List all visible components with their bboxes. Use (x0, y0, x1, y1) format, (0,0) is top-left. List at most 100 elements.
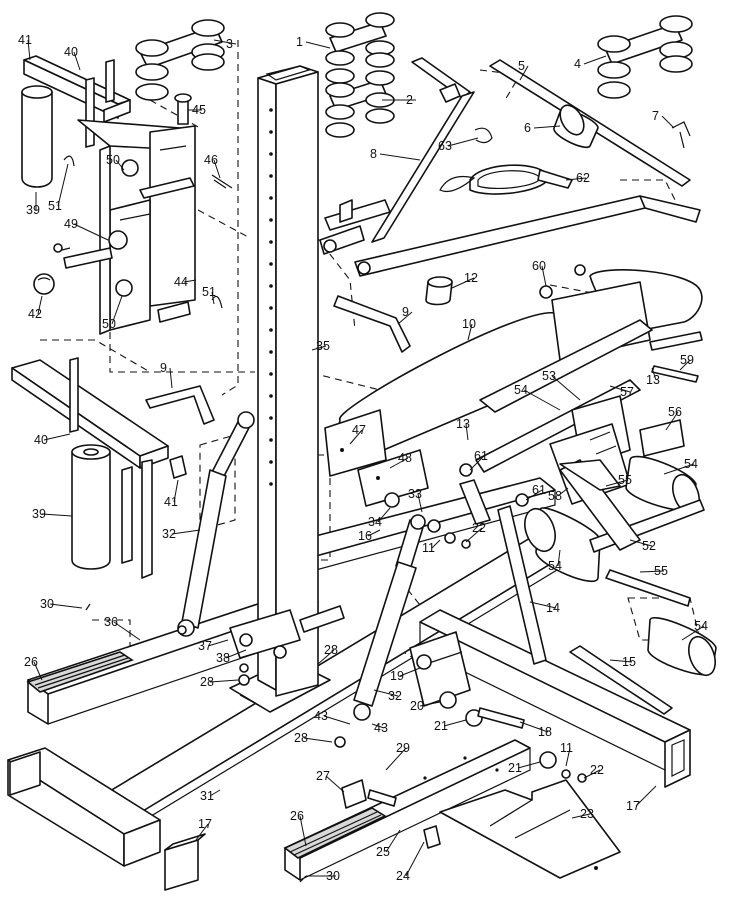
part-number-label: 26 (24, 655, 38, 669)
part-number-label: 46 (204, 153, 218, 167)
part-number-label: 50 (102, 317, 116, 331)
stand-tubes (11, 55, 187, 579)
part-number-label: 59 (680, 353, 694, 367)
part-number-label: 52 (642, 539, 656, 553)
mast-hole (269, 240, 273, 244)
pulley-set-4 (597, 15, 693, 99)
callout-leader (299, 815, 307, 847)
part-number-label: 63 (438, 139, 452, 153)
part-number-label: 39 (26, 203, 40, 217)
mast-hole (269, 438, 273, 442)
callout-leader (349, 429, 363, 445)
part-number-label: 31 (200, 789, 214, 803)
part-number-label: 28 (294, 731, 308, 745)
mast-hole (269, 416, 273, 420)
part-number-label: 28 (324, 643, 338, 657)
callout-leader (665, 411, 679, 431)
callout-leader (517, 761, 541, 769)
lower-hardware (85, 603, 587, 883)
callout-leader (213, 159, 221, 179)
part-number-label: 28 (200, 675, 214, 689)
callout-leader (73, 51, 81, 71)
part-number-label: 8 (370, 147, 377, 161)
part-number-label: 18 (538, 725, 552, 739)
callout-leader (583, 55, 607, 65)
part-number-label: 36 (104, 615, 118, 629)
callout-leader (115, 159, 125, 171)
callout-leader (605, 479, 629, 487)
callout-leader (325, 775, 345, 793)
callout-leader (465, 423, 469, 441)
part-number-label: 54 (694, 619, 708, 633)
part-number-label: 16 (358, 529, 372, 543)
part-number-label: 29 (396, 741, 410, 755)
callout-leader (385, 829, 401, 853)
part-number-label: 22 (590, 763, 604, 777)
pulley-set-3 (135, 19, 225, 101)
part-number-label: 43 (314, 709, 328, 723)
callout-leader (209, 789, 221, 797)
part-number-label: 13 (646, 373, 660, 387)
callout-leader (111, 295, 123, 325)
mast-hole (269, 460, 273, 464)
part-number-label: 55 (654, 564, 668, 578)
callout-leader (571, 813, 591, 819)
shock-absorbers (177, 411, 471, 721)
part-number-label: 35 (316, 339, 330, 353)
part-number-label: 32 (162, 527, 176, 541)
callout-leader (33, 661, 43, 681)
callout-leader (57, 163, 69, 207)
mast-hole (269, 108, 273, 112)
accessory-plate (439, 779, 621, 879)
callout-leader (447, 137, 479, 147)
callout-leader (533, 125, 561, 129)
part-number-label: 21 (508, 761, 522, 775)
back-pad (475, 264, 703, 505)
part-number-label: 30 (326, 869, 340, 883)
part-number-label: 61 (474, 449, 488, 463)
part-number-label: 12 (464, 271, 478, 285)
mast-hole (269, 130, 273, 134)
callout-leader (443, 719, 467, 727)
part-number-label: 53 (542, 369, 556, 383)
part-number-label: 51 (48, 199, 62, 213)
callout-labels: 1234567899101111121313141516171718192021… (18, 33, 708, 883)
callout-leader (311, 345, 327, 351)
part-number-label: 13 (456, 417, 470, 431)
callout-leader (609, 385, 631, 393)
part-number-label: 14 (546, 601, 560, 615)
callout-leader (431, 539, 441, 549)
mast-hole (269, 482, 273, 486)
callout-leader (557, 487, 569, 497)
callout-leader (639, 570, 665, 573)
part-number-label: 51 (202, 285, 216, 299)
part-number-label: 45 (192, 103, 206, 117)
mast-hole (269, 218, 273, 222)
part-number-label: 9 (160, 361, 167, 375)
callout-leader (397, 311, 413, 325)
callout-leader (41, 513, 73, 517)
part-number-label: 21 (434, 719, 448, 733)
callout-leader (367, 529, 381, 537)
callout-leader (629, 539, 653, 547)
mast-hole (269, 350, 273, 354)
part-number-label: 41 (18, 33, 32, 47)
part-number-label: 40 (64, 45, 78, 59)
part-number-label: 61 (532, 483, 546, 497)
part-number-label: 54 (684, 457, 698, 471)
callout-leader (541, 265, 547, 287)
part-number-label: 43 (374, 721, 388, 735)
part-number-label: 44 (174, 275, 188, 289)
part-number-label: 58 (548, 489, 562, 503)
part-number-label: 23 (580, 807, 594, 821)
part-number-label: 6 (524, 121, 531, 135)
callout-leader (469, 455, 485, 471)
part-number-label: 54 (548, 559, 562, 573)
callout-leader (209, 679, 239, 683)
callout-leader (173, 479, 179, 503)
callout-leader (465, 527, 483, 543)
strap-and-clip (439, 127, 573, 195)
part-number-label: 57 (620, 385, 634, 399)
callout-leader (385, 747, 407, 771)
